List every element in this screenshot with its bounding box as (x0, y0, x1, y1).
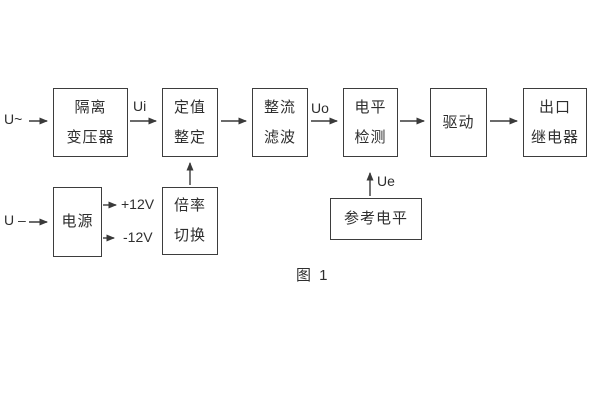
block-power-supply-label: 电源 (61, 213, 94, 230)
block-power-supply: 电源 (53, 187, 102, 257)
block-ratio-switch-label: 倍率 切换 (173, 197, 206, 244)
block-drive-label: 驱动 (442, 113, 475, 131)
signal-uo: Uo (311, 100, 329, 116)
signal-minus-12v: -12V (123, 229, 153, 245)
figure-caption: 图 1 (296, 267, 330, 284)
block-rectify-filter: 整流 滤波 (252, 88, 308, 157)
signal-ui: Ui (133, 98, 147, 114)
signal-ue: Ue (377, 173, 395, 189)
block-reference-level: 参考电平 (330, 198, 422, 240)
block-level-detect: 电平 检测 (343, 88, 398, 157)
block-isolation-transformer-label: 隔离 变压器 (66, 98, 115, 146)
block-rectify-filter-label: 整流 滤波 (263, 98, 296, 146)
signal-u-ac: U~ (4, 111, 23, 127)
signal-plus-12v: +12V (121, 196, 155, 212)
block-drive: 驱动 (430, 88, 487, 157)
block-reference-level-label: 参考电平 (343, 210, 408, 227)
block-ratio-switch: 倍率 切换 (162, 187, 218, 255)
block-setting-adjust: 定值 整定 (162, 88, 218, 157)
block-output-relay-label: 出口 继电器 (530, 98, 579, 146)
signal-u-dc: U – (4, 212, 26, 228)
block-output-relay: 出口 继电器 (523, 88, 587, 157)
block-setting-adjust-label: 定值 整定 (173, 98, 206, 146)
block-level-detect-label: 电平 检测 (354, 98, 387, 146)
block-isolation-transformer: 隔离 变压器 (53, 88, 128, 157)
